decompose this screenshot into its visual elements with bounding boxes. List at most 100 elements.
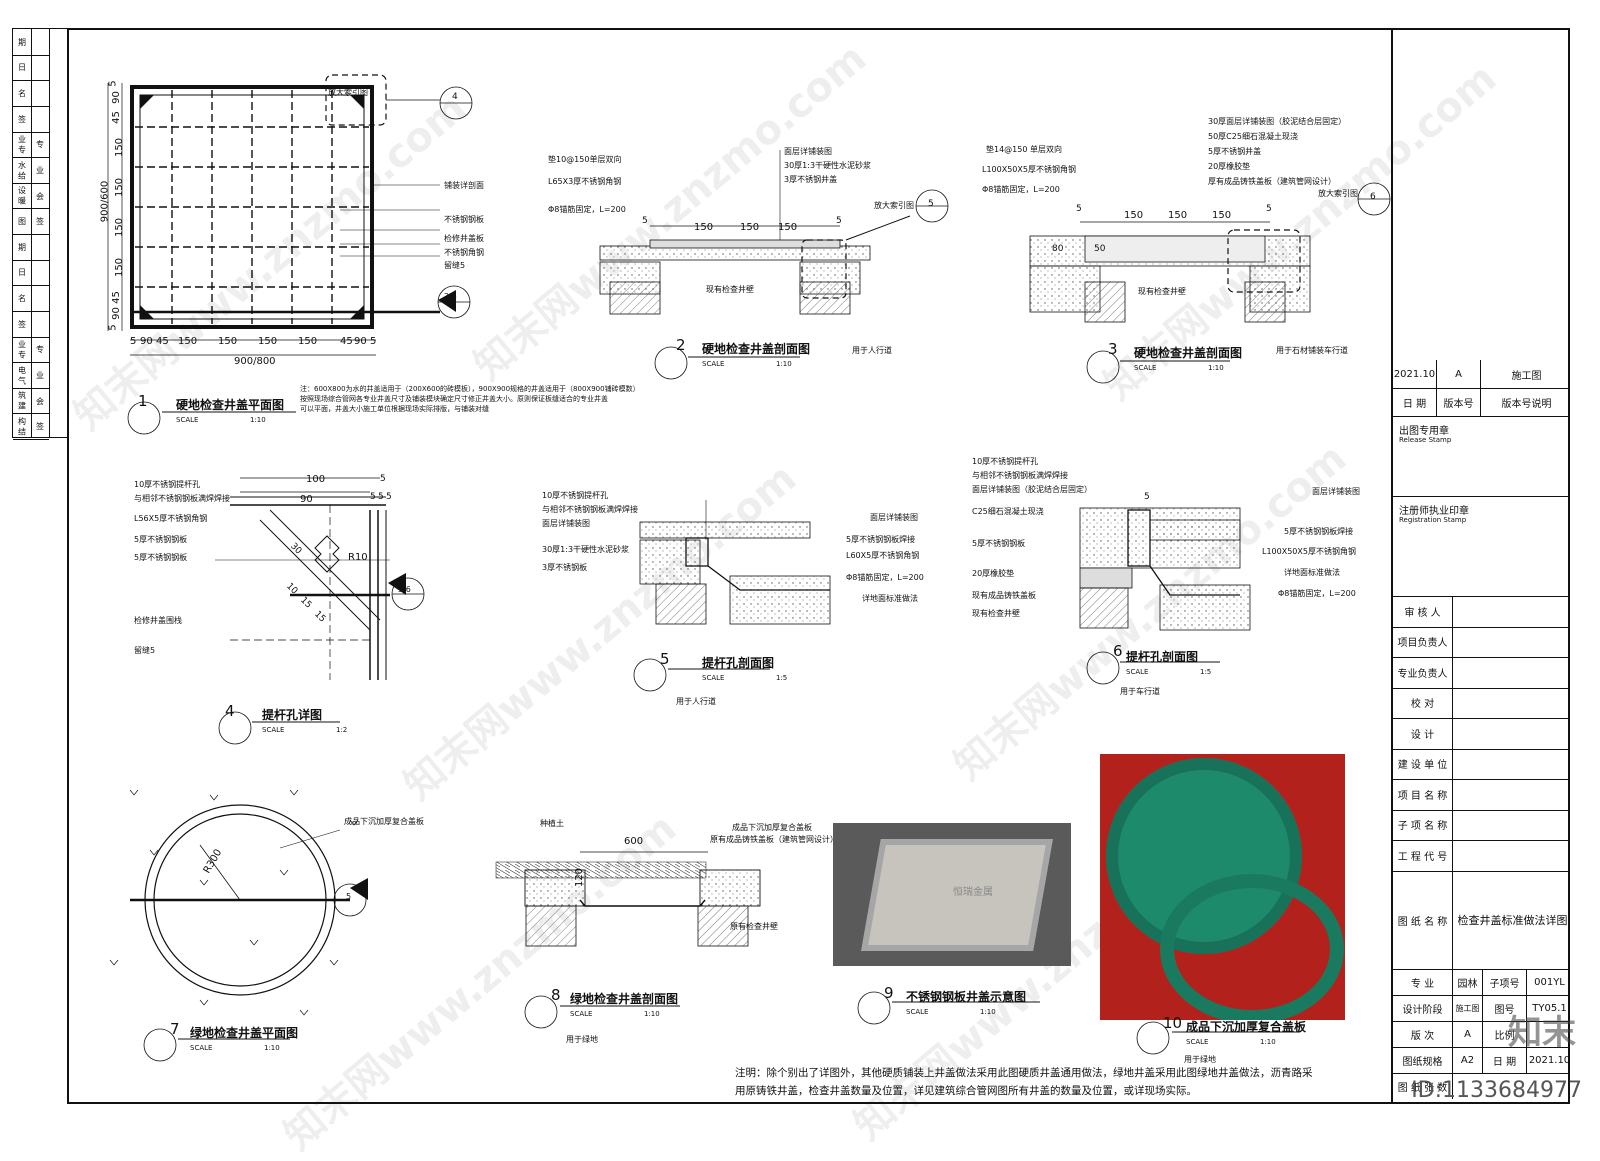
sec5-label: 10厚不锈钢提杆孔 bbox=[542, 491, 609, 500]
hdr-desc: 版本号说明 bbox=[1501, 398, 1552, 410]
sec2-dim: 5 bbox=[836, 216, 842, 226]
dim-left: 5 bbox=[107, 80, 119, 87]
scale-word: SCALE bbox=[570, 1010, 593, 1018]
sec8-dim: 600 bbox=[624, 836, 644, 847]
signoff-label: 审 核 人 bbox=[1393, 596, 1453, 627]
signoff-label: 工 程 代 号 bbox=[1393, 840, 1453, 871]
left-strip-cell bbox=[31, 234, 49, 261]
left-strip-cell: 签 bbox=[13, 106, 31, 133]
plan7-label: 成品下沉加厚复合盖板 bbox=[344, 817, 424, 826]
scale-word: SCALE bbox=[1186, 1038, 1209, 1046]
section-8 bbox=[495, 851, 761, 1029]
left-strip-cell: 构 结 bbox=[13, 413, 31, 440]
sec3-dim: 150 bbox=[1212, 210, 1232, 221]
plan1-note: 可以平面，井盖大小施工单位根据现场实际排版，与铺装对缝 bbox=[300, 405, 489, 413]
scale-label: 比例 bbox=[1483, 1021, 1527, 1047]
reg-en: Registration Stamp bbox=[1399, 516, 1467, 524]
sec5-label: 30厚1:3干硬性水泥砂浆 bbox=[542, 545, 630, 554]
stage-label: 设计阶段 bbox=[1393, 995, 1453, 1021]
scale-value: 1:10 bbox=[1208, 364, 1224, 372]
drawing-number: 4 bbox=[225, 702, 235, 720]
release-stamp-box: 出图专用章 Release Stamp bbox=[1393, 416, 1570, 497]
usage-note: 用于人行道 bbox=[852, 346, 892, 355]
section-2 bbox=[599, 150, 949, 380]
hdr-date: 日 期 bbox=[1393, 388, 1437, 416]
sec3-label: 放大索引图 bbox=[1318, 189, 1358, 198]
plan1-overall-bottom: 900/800 bbox=[234, 356, 276, 367]
dim-bottom: 90 bbox=[354, 336, 367, 347]
plan1-label: 检修井盖板 bbox=[444, 234, 484, 243]
drawing-name-row: 图 纸 名 称 检查井盖标准做法详图 bbox=[1393, 871, 1570, 970]
edition-row: 版 次 A 比例 bbox=[1393, 1021, 1570, 1048]
scale-value: 1:10 bbox=[980, 1008, 996, 1016]
signoff-row: 项 目 名 称 bbox=[1393, 779, 1570, 811]
scale-word: SCALE bbox=[702, 674, 725, 682]
signoff-label: 项目负责人 bbox=[1393, 626, 1453, 657]
sec2-label: 3厚不锈钢井盖 bbox=[784, 175, 838, 184]
plan-7 bbox=[109, 789, 368, 1062]
left-strip-cell bbox=[31, 285, 49, 312]
sec6-label: 现有检查井壁 bbox=[972, 609, 1020, 618]
photo-green-cover bbox=[1100, 754, 1345, 1020]
signoff-row: 审 核 人 bbox=[1393, 596, 1570, 628]
size-value: A2 bbox=[1453, 1047, 1483, 1073]
drawing-number: 2 bbox=[676, 336, 686, 354]
scale-value: 1:10 bbox=[776, 360, 792, 368]
left-strip-cell: 水 给 bbox=[13, 157, 31, 184]
plan1-note: 注：600X800为水的井盖适用于（200X600的砖模板），900X900规格… bbox=[300, 385, 640, 393]
usage-note: 用于绿地 bbox=[1184, 1055, 1216, 1064]
det4-label: 5厚不锈钢钢板 bbox=[134, 553, 188, 562]
dim-left: 90 bbox=[110, 307, 122, 320]
date-value: 2021.10 bbox=[1528, 1054, 1571, 1066]
spec-label: 专 业 bbox=[1393, 969, 1453, 995]
plan1-overall-left: 900/600 bbox=[99, 180, 111, 223]
detail-4 bbox=[215, 477, 425, 745]
det4-label: 留缝5 bbox=[134, 646, 156, 655]
sec5-label: 3厚不锈钢板 bbox=[542, 563, 588, 572]
sec6-label: 详地面标准做法 bbox=[1284, 568, 1340, 577]
drawing-title: 绿地检查井盖剖面图 bbox=[570, 992, 679, 1006]
sec8-label: 成品下沉加厚复合盖板 bbox=[732, 823, 812, 832]
scale-word: SCALE bbox=[262, 726, 285, 734]
sec6-label: 与相邻不锈钢钢板满焊焊接 bbox=[972, 471, 1068, 480]
left-strip-col-1: 期日名签业 专水 给设 暖图期日名签业 专电 气筑 建构 结 bbox=[13, 29, 32, 440]
scale-value: 1:2 bbox=[336, 726, 348, 734]
release-cn: 出图专用章 bbox=[1399, 426, 1449, 437]
title-block: 2021.10 A 施工图 日 期 版本号 版本号说明 出图专用章 Releas… bbox=[1391, 28, 1570, 1104]
sec2-label: L65X3厚不锈钢角钢 bbox=[548, 177, 622, 186]
scale-value: 1:10 bbox=[264, 1044, 280, 1052]
left-strip-cell: 设 暖 bbox=[13, 183, 31, 210]
sec3-label: 20厚橡胶垫 bbox=[1208, 162, 1251, 171]
drawing-number: 6 bbox=[1113, 642, 1123, 660]
signoff-row: 建 设 单 位 bbox=[1393, 748, 1570, 780]
sec3-dim: 80 bbox=[1052, 244, 1064, 254]
sec6-label: 面层详铺装图（胶泥结合层固定） bbox=[972, 485, 1092, 494]
sec3-label: 50厚C25细石混凝土现浇 bbox=[1208, 132, 1298, 141]
drawing-name: 检查井盖标准做法详图 bbox=[1457, 914, 1568, 927]
scale-word: SCALE bbox=[190, 1044, 213, 1052]
sec5-label: Φ8锚筋固定，L=200 bbox=[846, 573, 924, 582]
left-strip-cell: 名 bbox=[13, 80, 31, 107]
det4-dim: 5 bbox=[386, 492, 392, 502]
dim-bottom: 5 bbox=[370, 336, 377, 347]
section-3 bbox=[1029, 182, 1391, 384]
drawing-title: 硬地检查井盖剖面图 bbox=[702, 342, 811, 356]
sec6-label: Φ8锚筋固定，L=200 bbox=[1278, 589, 1356, 598]
dim-bottom: 150 bbox=[258, 336, 278, 347]
sec2-dim: 150 bbox=[694, 222, 714, 233]
plan1-label: 铺装详剖面 bbox=[444, 181, 484, 190]
sec8-label: 原有检查井壁 bbox=[730, 922, 778, 931]
stage-value: 施工图 bbox=[1453, 995, 1483, 1021]
scale-value: 1:10 bbox=[1260, 1038, 1276, 1046]
left-strip-cell: 专 bbox=[31, 132, 49, 159]
scale-word: SCALE bbox=[906, 1008, 929, 1016]
det4-dim: 5 bbox=[380, 474, 386, 484]
version-desc: 施工图 bbox=[1511, 370, 1542, 382]
drawing-number: 9 bbox=[884, 984, 894, 1002]
dim-bottom: 150 bbox=[218, 336, 238, 347]
usage-note: 用于绿地 bbox=[566, 1035, 598, 1044]
scale-word: SCALE bbox=[1134, 364, 1157, 372]
left-strip-cell: 业 bbox=[31, 362, 49, 389]
sec5-label: 5厚不锈钢钢板焊接 bbox=[846, 535, 916, 544]
sec3-dim: 5 bbox=[1076, 204, 1082, 214]
